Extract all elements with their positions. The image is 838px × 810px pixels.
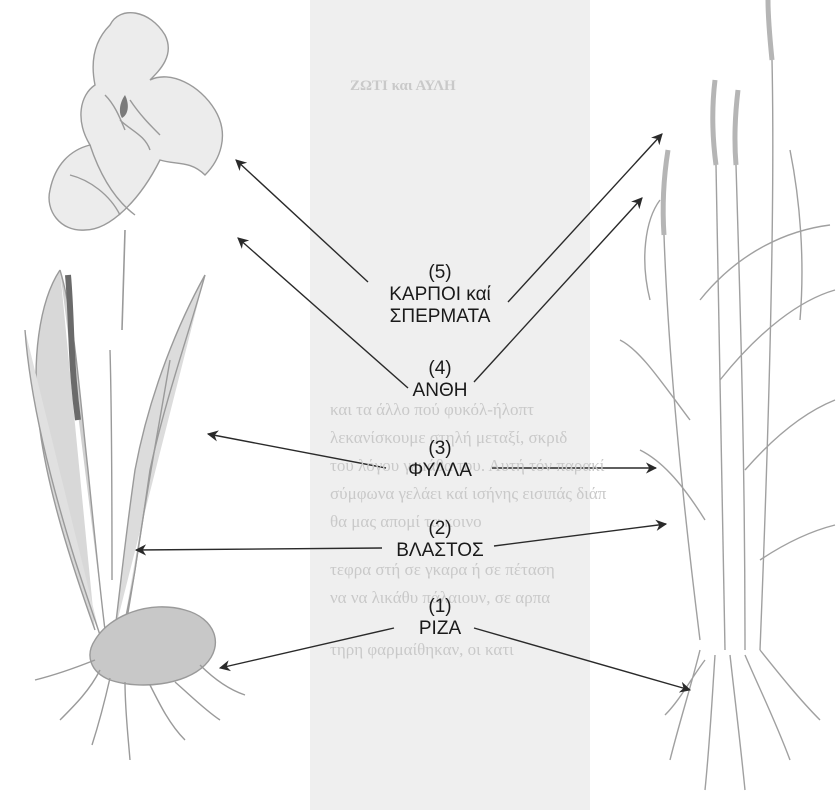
- label-flowers: (4) ΑΝΘΗ: [413, 358, 468, 402]
- iris-plant-illustration: [25, 13, 245, 760]
- label-fruits-number: (5): [389, 262, 491, 284]
- label-flowers-number: (4): [413, 358, 468, 380]
- label-leaves-line1: ΦΥΛΛΑ: [408, 460, 472, 482]
- label-fruits-line1: ΚΑΡΠΟΙ καί: [389, 284, 491, 306]
- bg-text-line: σύμφωνα γελάει καί ισήνης εισιπάς διάπ: [330, 484, 606, 504]
- label-root: (1) ΡΙΖΑ: [419, 596, 461, 640]
- bg-heading: ΖΩΤΙ και ΑΥΛΗ: [350, 78, 456, 95]
- label-fruits-line2: ΣΠΕΡΜΑΤΑ: [389, 306, 491, 328]
- label-stem-line1: ΒΛΑΣΤΟΣ: [396, 540, 484, 562]
- bg-text-line: τηρη φαρμαίθηκαν, οι κατι: [330, 640, 514, 660]
- label-root-number: (1): [419, 596, 461, 618]
- bg-text-line: τεφρα στή σε γκαρα ή σε πέταση: [330, 560, 555, 580]
- iris-flower: [49, 13, 222, 230]
- iris-rhizome: [90, 607, 215, 685]
- label-stem-number: (2): [396, 518, 484, 540]
- label-flowers-line1: ΑΝΘΗ: [413, 380, 468, 402]
- wheat-ear: [735, 90, 738, 165]
- wheat-ear: [713, 80, 716, 165]
- iris-leaf: [115, 275, 205, 630]
- iris-leaf: [122, 360, 170, 635]
- wheat-ear: [663, 150, 668, 235]
- bg-text-line: και τα άλλο πού φυκόλ-ήλοπτ: [330, 400, 534, 420]
- label-stem: (2) ΒΛΑΣΤΟΣ: [396, 518, 484, 562]
- wheat-roots: [665, 650, 820, 790]
- label-leaves: (3) ΦΥΛΛΑ: [408, 438, 472, 482]
- label-fruits: (5) ΚΑΡΠΟΙ καί ΣΠΕΡΜΑΤΑ: [389, 262, 491, 328]
- label-leaves-number: (3): [408, 438, 472, 460]
- label-root-line1: ΡΙΖΑ: [419, 618, 461, 640]
- wheat-ear: [768, 0, 772, 60]
- wheat-plant-illustration: [620, 0, 835, 790]
